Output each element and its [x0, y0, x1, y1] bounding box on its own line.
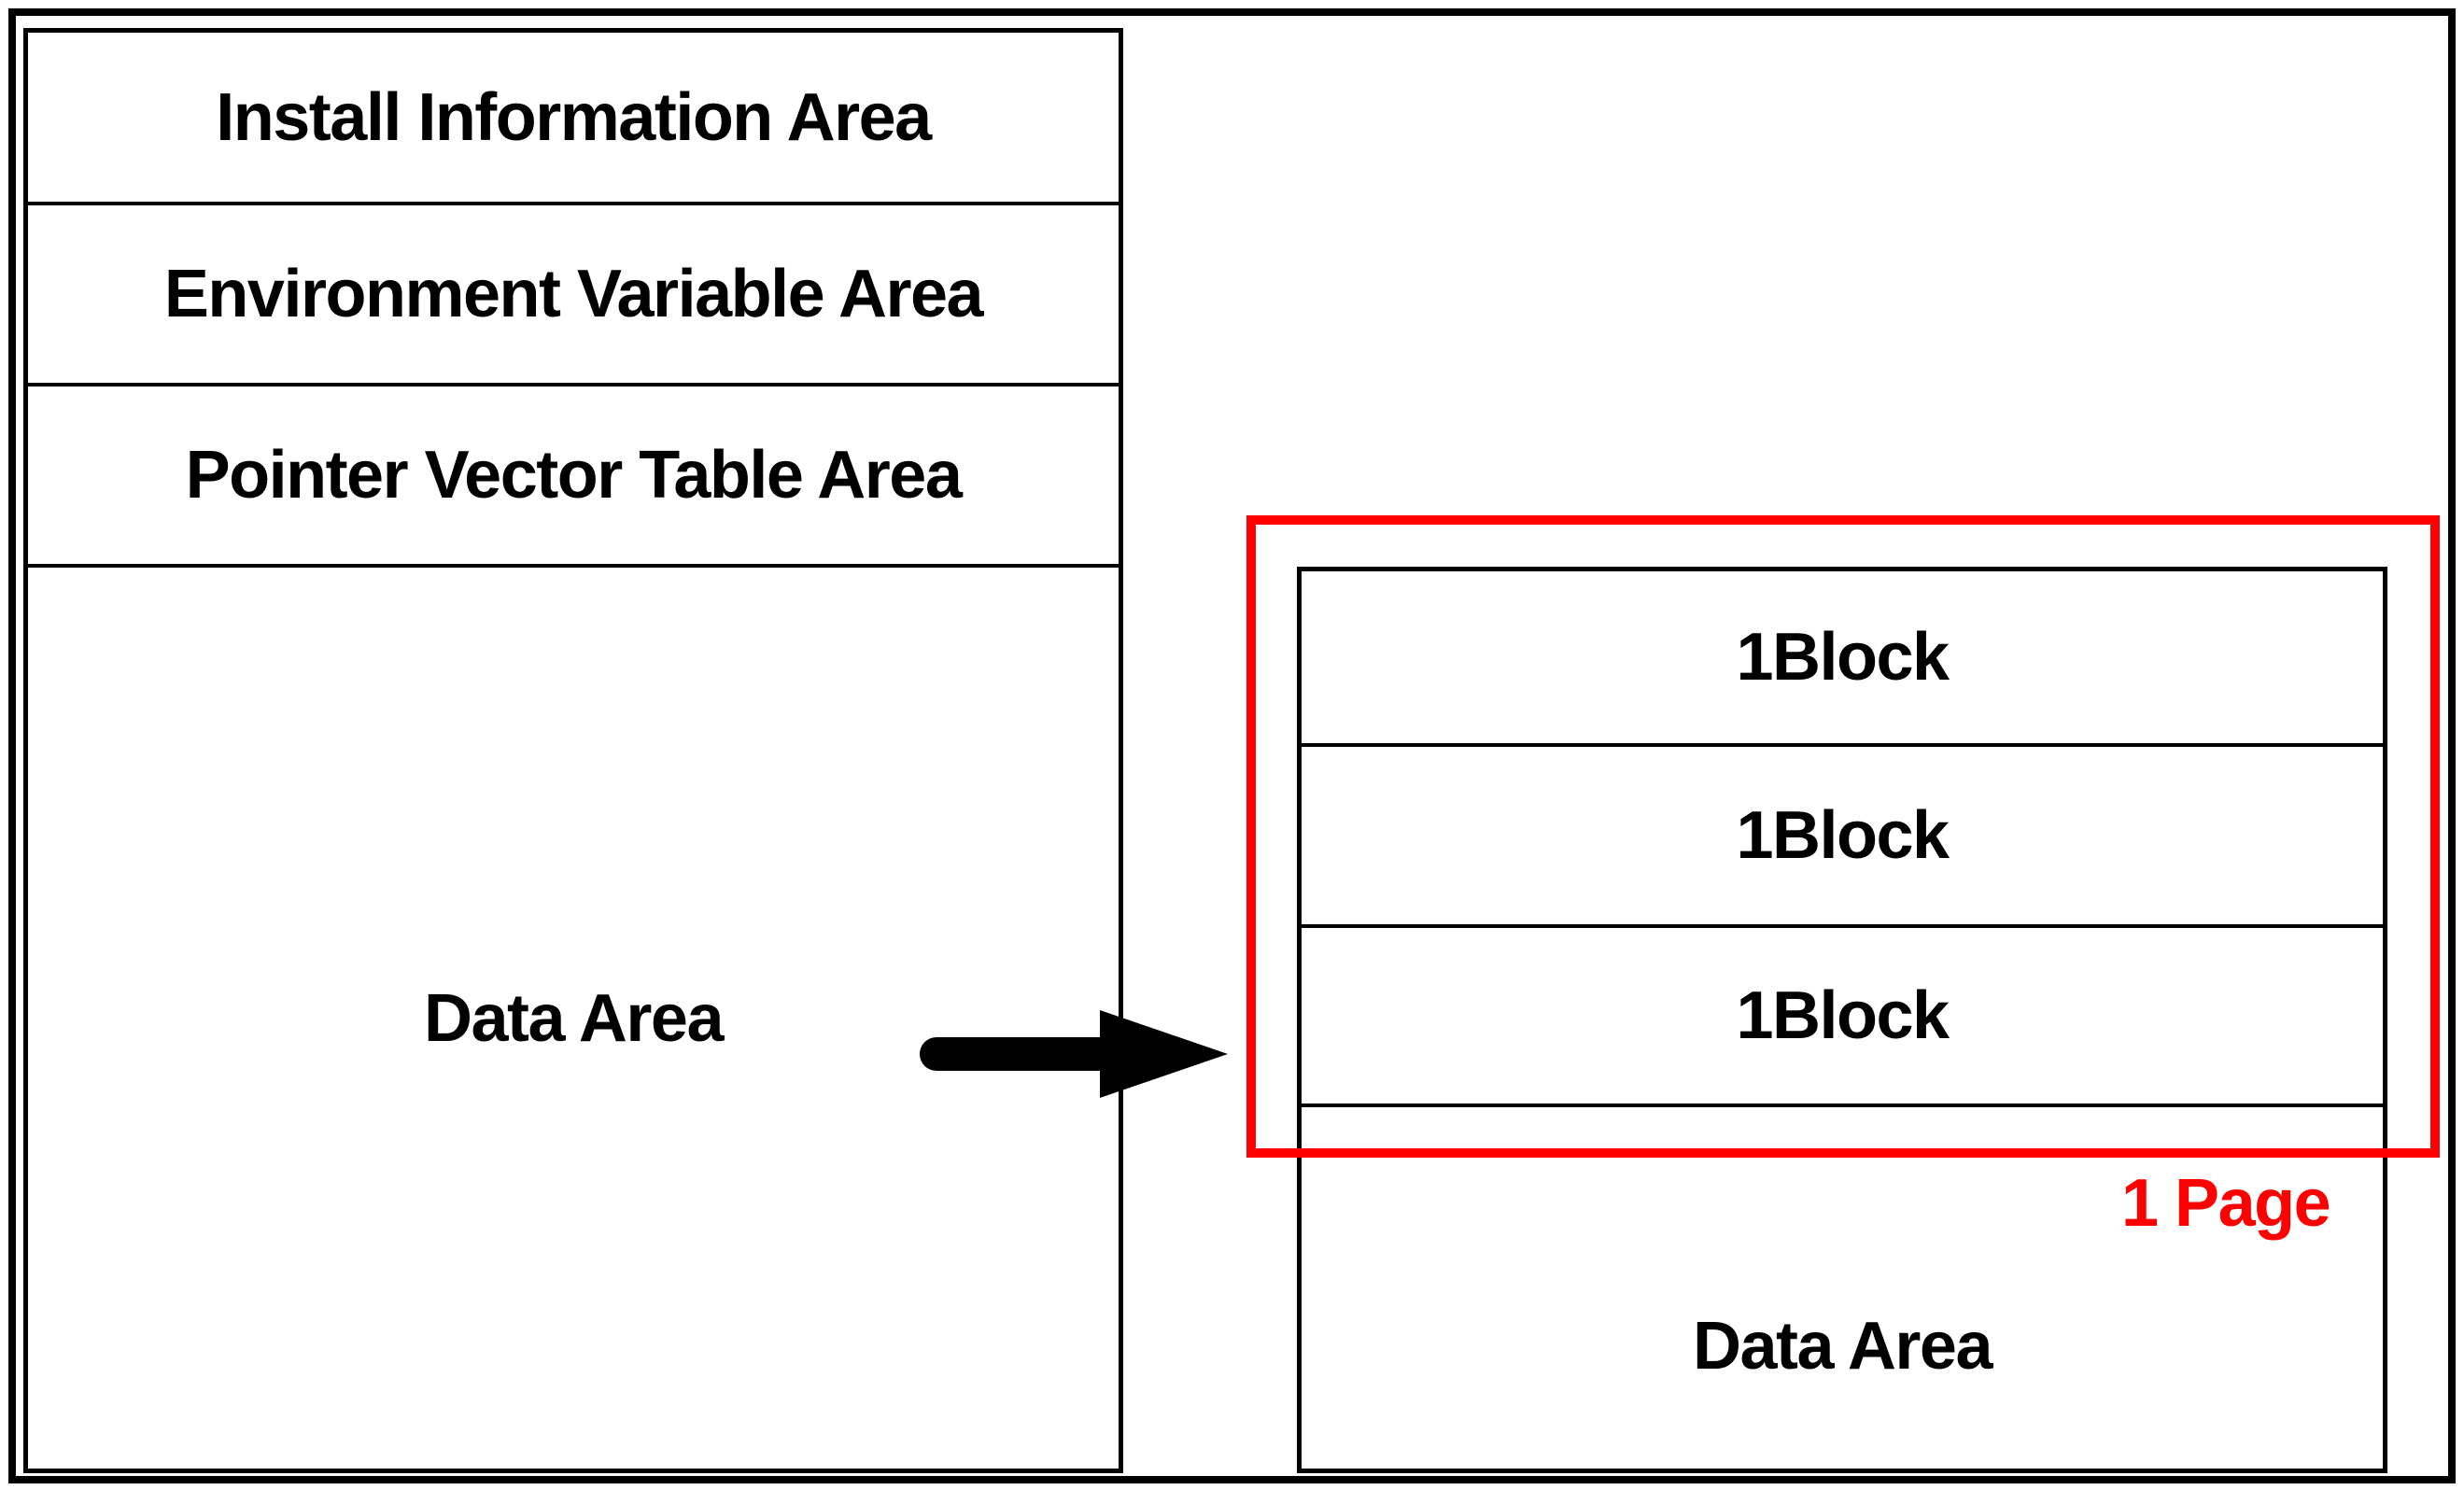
block-label: 1Block — [1736, 978, 1950, 1053]
outer-frame — [8, 8, 2456, 1483]
install-information-area-label: Install Information Area — [216, 79, 932, 155]
block-label: 1Block — [1736, 620, 1950, 695]
block-row: 1Block — [1302, 928, 2383, 1107]
right-arrow-icon — [920, 1010, 1228, 1098]
environment-variable-area-label: Environment Variable Area — [163, 257, 984, 331]
block-label: 1Block — [1736, 798, 1950, 873]
detail-data-area-row: Data Area — [1302, 1107, 2383, 1469]
detail-data-area-label: Data Area — [1693, 1309, 1993, 1384]
block-row: 1Block — [1302, 571, 2383, 747]
memory-map-table: Install Information Area Environment Var… — [23, 28, 1123, 1473]
row-data-area: Data Area — [28, 568, 1119, 1469]
pointer-vector-table-area-label: Pointer Vector Table Area — [185, 438, 963, 513]
row-pointer-vector-table-area: Pointer Vector Table Area — [28, 387, 1119, 568]
data-area-label: Data Area — [424, 980, 725, 1056]
page-detail-table: 1Block 1Block 1Block Data Area — [1297, 567, 2387, 1473]
one-page-label: 1 Page — [2121, 1166, 2331, 1241]
row-install-information-area: Install Information Area — [28, 33, 1119, 205]
row-environment-variable-area: Environment Variable Area — [28, 205, 1119, 387]
block-row: 1Block — [1302, 747, 2383, 928]
one-page-highlight-box — [1246, 515, 2440, 1158]
